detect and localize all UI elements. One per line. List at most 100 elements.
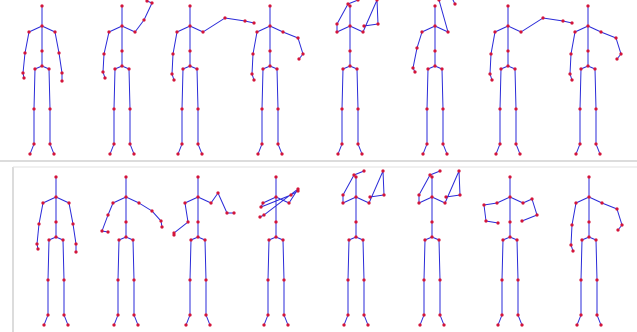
joint-lelb xyxy=(259,205,262,208)
bone-neck-rsho xyxy=(198,197,211,203)
bone-rank-rfoot xyxy=(278,144,282,154)
bone-lsho-lelb xyxy=(39,203,43,224)
joint-lwri xyxy=(101,70,104,73)
joint-lwri xyxy=(170,72,173,75)
joint-rhip xyxy=(275,67,278,70)
joint-rfoot xyxy=(208,323,211,326)
joint-lwri xyxy=(352,173,355,176)
joint-hip xyxy=(124,235,127,238)
joint-lelb xyxy=(335,22,338,25)
bone-lelb-lwri xyxy=(419,175,430,195)
joint-rsho xyxy=(367,201,370,204)
bone-lhip-lknee xyxy=(34,69,35,109)
joint-rknee xyxy=(196,107,199,110)
joint-hip xyxy=(348,64,351,67)
bone-neck-lsho xyxy=(343,197,356,203)
bone-relb-rwri xyxy=(383,171,384,195)
bone-neck-rsho xyxy=(42,26,55,32)
joint-relb xyxy=(296,36,299,39)
joint-rsho xyxy=(521,201,524,204)
joint-rknee xyxy=(204,278,207,281)
joint-rhip xyxy=(355,67,358,70)
bone-rank-rfoot xyxy=(518,315,522,325)
bone-lsho-lelb xyxy=(185,203,188,222)
joint-rsho xyxy=(53,30,56,33)
joint-rsho xyxy=(287,201,290,204)
joint-relb xyxy=(541,16,544,19)
bone-rhip-rknee xyxy=(49,69,50,109)
bone-neck-rsho xyxy=(508,26,521,32)
bone-relb-rwri xyxy=(144,3,152,20)
joint-rknee xyxy=(356,107,359,110)
joint-rhnd xyxy=(297,57,300,60)
joint-spine xyxy=(268,49,271,52)
bone-relb-rwri xyxy=(377,0,378,24)
joint-rhnd xyxy=(60,79,63,82)
joint-head xyxy=(587,175,590,178)
bone-lelb-lwri xyxy=(252,54,253,74)
joint-lelb xyxy=(417,193,420,196)
joint-neck xyxy=(274,195,277,198)
joint-lhip xyxy=(426,67,429,70)
joint-lhnd xyxy=(413,70,416,73)
bone-rank-rfoot xyxy=(443,144,447,154)
bone-relb-rwri xyxy=(459,171,460,195)
joint-spine xyxy=(348,49,351,52)
joint-hip xyxy=(196,235,199,238)
joint-hip xyxy=(354,235,357,238)
joint-rhnd xyxy=(368,195,371,198)
skeleton-figure-t5 xyxy=(335,0,379,156)
joint-rsho xyxy=(519,30,522,33)
joint-lknee xyxy=(260,107,263,110)
joint-lelb xyxy=(102,52,105,55)
skeleton-figure-t3 xyxy=(170,4,255,155)
joint-head xyxy=(586,4,589,7)
bone-lelb-lwri xyxy=(23,53,25,73)
joint-rfoot xyxy=(286,323,289,326)
bone-relb-rwri xyxy=(218,193,227,213)
joint-rfoot xyxy=(66,323,69,326)
joint-lank xyxy=(498,142,501,145)
joint-rhip xyxy=(515,238,518,241)
bone-rank-rfoot xyxy=(284,315,288,325)
joint-lank xyxy=(32,142,35,145)
joint-rsho xyxy=(600,201,603,204)
joint-lelb xyxy=(489,52,492,55)
joint-rsho xyxy=(133,30,136,33)
joint-rknee xyxy=(276,107,279,110)
bone-lank-lfoot xyxy=(30,144,34,154)
joint-lknee xyxy=(188,278,191,281)
joint-neck xyxy=(54,195,57,198)
joint-rwri xyxy=(535,213,538,216)
bone-lsho-lelb xyxy=(417,32,422,48)
joint-lhnd xyxy=(22,76,25,79)
bone-rsho-relb xyxy=(135,20,144,32)
joint-hip xyxy=(430,235,433,238)
bone-lhip-lknee xyxy=(268,240,269,280)
joint-lsho xyxy=(573,30,576,33)
joint-lhip xyxy=(267,238,270,241)
joint-lhnd xyxy=(496,221,499,224)
bone-neck-lsho xyxy=(422,26,435,32)
bone-lhip-lknee xyxy=(342,69,343,109)
joint-rhnd xyxy=(362,24,365,27)
joint-relb xyxy=(296,187,299,190)
bone-rsho-relb xyxy=(445,171,459,203)
joint-neck xyxy=(506,24,509,27)
joint-neck xyxy=(120,24,123,27)
joint-rwri xyxy=(561,19,564,22)
joint-relb xyxy=(615,207,618,210)
bone-lsho-lelb xyxy=(25,32,29,53)
joint-rwri xyxy=(159,219,162,222)
bone-relb-rwri xyxy=(616,38,621,54)
bone-lsho-lelb xyxy=(484,203,497,205)
joint-rank xyxy=(438,313,441,316)
joint-lank xyxy=(180,142,183,145)
bone-lank-lfoot xyxy=(576,144,580,154)
joint-lknee xyxy=(112,107,115,110)
bone-neck-lsho xyxy=(185,197,198,203)
joint-lfoot xyxy=(28,152,31,155)
bone-neck-rsho xyxy=(588,26,601,32)
joint-lsho xyxy=(335,30,338,33)
bone-lhip-lknee xyxy=(427,69,428,109)
